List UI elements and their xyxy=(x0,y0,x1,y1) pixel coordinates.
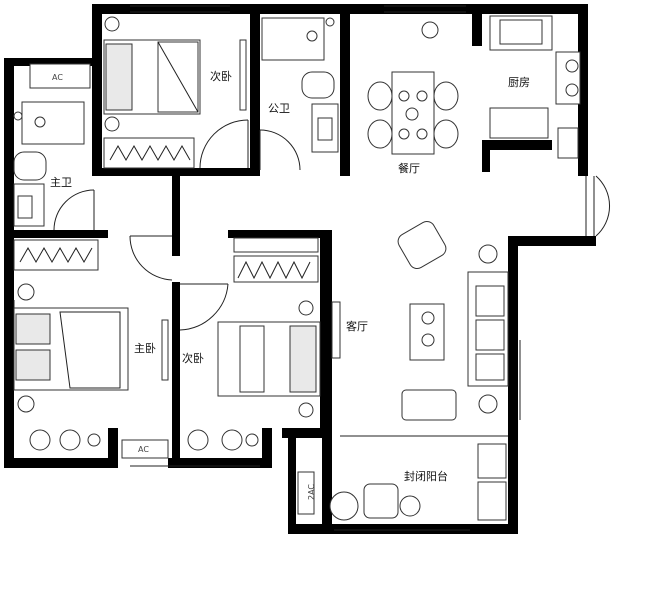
label-master-bathroom: 主卫 xyxy=(50,176,72,189)
bed-top-bedroom xyxy=(103,16,201,132)
ac-balcony-unit xyxy=(297,471,315,515)
shower-public-bath xyxy=(261,17,335,61)
kitchen-counters xyxy=(489,15,581,159)
side-table-living xyxy=(401,389,457,421)
dining-table xyxy=(367,71,459,155)
label-public-bathroom: 公卫 xyxy=(268,102,290,115)
wardrobe-top-bedroom xyxy=(103,137,195,169)
label-secondary-bedroom-top: 次卧 xyxy=(210,69,232,83)
doors xyxy=(53,119,610,331)
toilet-public-bath xyxy=(301,71,339,153)
ac-top-left-unit xyxy=(29,63,91,89)
coffee-table xyxy=(409,303,445,361)
label-ac-top-left: AC xyxy=(52,73,63,82)
wardrobe-master-bedroom xyxy=(13,239,99,271)
label-enclosed-balcony: 封闭阳台 xyxy=(404,469,448,483)
label-secondary-bedroom-bottom: 次卧 xyxy=(182,351,204,365)
balcony-furniture xyxy=(329,443,507,521)
label-master-bedroom: 主卧 xyxy=(134,342,156,355)
label-kitchen: 厨房 xyxy=(508,76,530,89)
windows xyxy=(13,5,595,531)
shower-master-bath xyxy=(13,101,85,145)
wardrobe-bottom-bedroom xyxy=(233,237,319,283)
plants-master-bedroom xyxy=(29,429,101,451)
toilet-master-bath xyxy=(13,151,47,227)
bed-master-bedroom xyxy=(13,283,129,413)
label-ac-bottom: AC xyxy=(138,445,149,454)
label-living-room: 客厅 xyxy=(346,319,368,333)
sofa-living xyxy=(467,244,509,414)
label-dining: 餐厅 xyxy=(398,161,420,175)
walls xyxy=(4,4,596,534)
label-ac-balcony: 2AC xyxy=(307,484,316,500)
tv-living xyxy=(331,301,341,359)
tv-master-bedroom xyxy=(161,319,169,381)
desk-top-bedroom xyxy=(239,39,247,111)
ac-bottom-unit xyxy=(121,439,169,459)
bed-bottom-bedroom xyxy=(217,300,321,418)
plants-bottom-bedroom xyxy=(187,429,259,451)
armchair-living xyxy=(397,220,447,270)
plant-dining xyxy=(421,21,439,39)
